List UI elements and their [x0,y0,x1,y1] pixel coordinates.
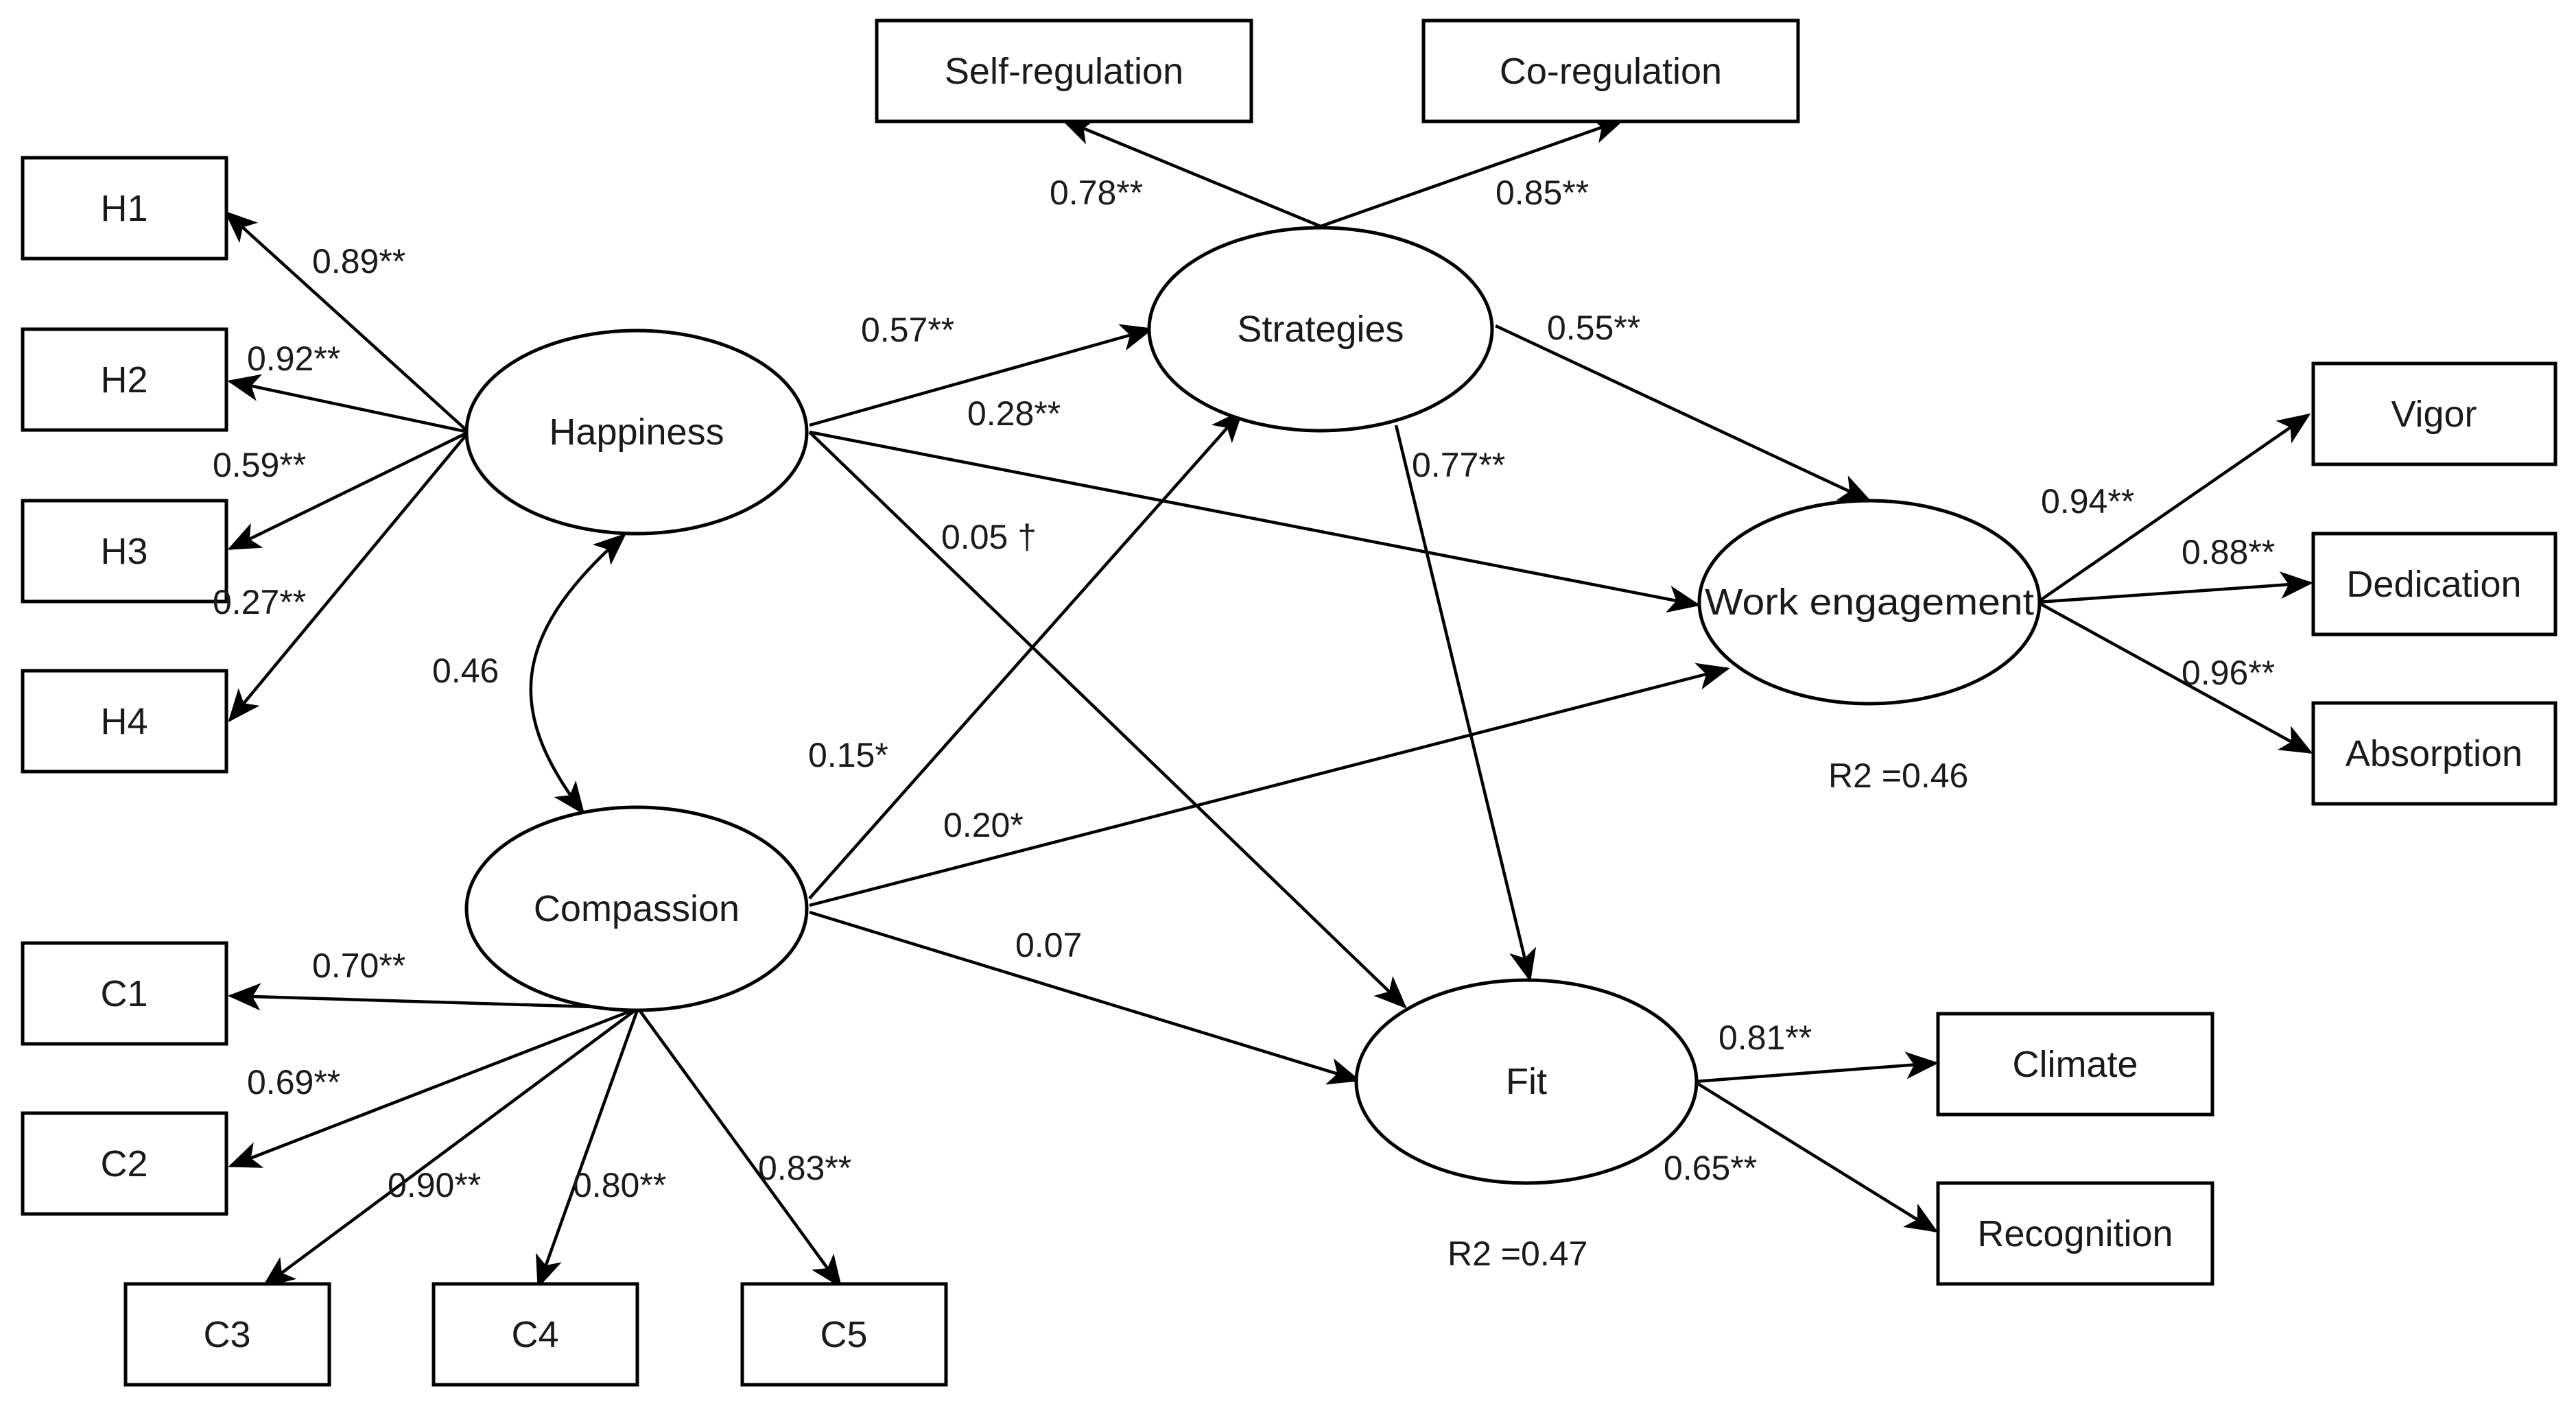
r2-fit: R2 =0.47 [1447,1235,1587,1273]
box-c4 [432,1282,639,1387]
loading-vigor: 0.94** [2041,482,2134,521]
box-h1 [21,156,228,261]
path-strategies-work-engagement: 0.55** [1547,309,1640,347]
label-dedication: Dedication [2346,564,2521,605]
label-compassion: Compassion [534,888,740,929]
loading-recognition: 0.65** [1664,1149,1757,1187]
box-co-regulation [1421,19,1800,123]
arrow-happiness-work-engagement [809,430,1701,613]
box-absorption [2311,701,2557,806]
label-c5: C5 [820,1314,867,1355]
box-recognition [1936,1181,2214,1286]
arrow-happiness-h1 [224,211,470,433]
path-happiness-work-engagement: 0.28** [967,394,1061,433]
label-h3: H3 [100,531,147,572]
label-h1: H1 [100,188,147,229]
loading-c1: 0.70** [312,946,405,985]
box-c5 [740,1282,948,1387]
box-h3 [21,499,228,604]
arrow-compassion-work-engagement [809,663,1730,907]
label-absorption: Absorption [2345,733,2522,774]
arrow-fit-climate [1694,1051,1939,1084]
ellipse-strategies [1147,226,1494,433]
label-self-regulation: Self-regulation [945,51,1183,92]
loading-c2: 0.69** [247,1063,340,1101]
path-compassion-work-engagement: 0.20* [943,806,1024,844]
box-c2 [21,1111,228,1216]
arrow-compassion-c3 [261,1007,639,1288]
arrow-strategies-fit [1394,425,1537,982]
arrow-work-engagement-absorption [2036,601,2313,754]
indicator-boxes: H1 H2 H3 H4 C1 C2 C3 C4 C5 Self-regulati… [21,19,2557,1387]
label-h4: H4 [100,701,147,742]
path-compassion-fit: 0.07 [1015,926,1082,964]
ellipse-fit [1354,978,1699,1185]
loading-absorption: 0.96** [2182,654,2275,692]
arrow-happiness-fit [808,431,1407,1009]
box-h4 [21,669,228,774]
arrow-happiness-strategies [809,324,1154,427]
box-c1 [21,941,228,1046]
box-self-regulation [875,19,1253,123]
loading-h4: 0.27** [213,583,306,621]
box-dedication [2311,532,2557,636]
loading-dedication: 0.88** [2182,533,2275,571]
loading-c5: 0.83** [758,1149,851,1187]
arrow-compassion-fit [809,910,1361,1085]
arrow-compassion-c2 [228,1006,639,1168]
label-h2: H2 [100,359,147,401]
label-c3: C3 [203,1314,250,1355]
arrow-happiness-h3 [227,430,469,551]
loading-self-regulation: 0.78** [1050,174,1143,212]
path-strategies-fit: 0.77** [1412,446,1505,484]
loading-c4: 0.80** [573,1166,666,1204]
loading-h1: 0.89** [312,242,405,281]
arrow-compassion-c5 [637,1007,842,1289]
arrow-strategies-co-regulation [1320,117,1625,228]
path-happiness-fit: 0.05 † [941,518,1037,556]
edges [224,117,2313,1289]
label-recognition: Recognition [1977,1213,2173,1254]
label-climate: Climate [2012,1044,2138,1085]
arrow-strategies-self-regulation [1061,118,1321,228]
box-c3 [123,1282,331,1387]
arrow-fit-recognition [1693,1080,1939,1233]
coefficient-labels: 0.89** 0.92** 0.59** 0.27** 0.70** 0.69*… [213,174,2275,1273]
label-c2: C2 [100,1143,147,1184]
arrow-compassion-c4 [536,1008,640,1289]
arrow-strategies-work-engagement [1495,324,1872,503]
label-happiness: Happiness [549,412,724,453]
label-co-regulation: Co-regulation [1500,51,1722,92]
loading-h2: 0.92** [247,339,340,378]
loading-climate: 0.81** [1718,1018,1812,1057]
loading-c3: 0.90** [388,1166,481,1204]
correlation-label: 0.46 [432,652,499,690]
arrow-compassion-strategies [808,409,1244,900]
ellipse-work-engagement [1697,499,2042,706]
path-happiness-strategies: 0.57** [861,311,954,349]
label-vigor: Vigor [2391,394,2477,435]
correlation-happiness-compassion [529,533,626,815]
label-c4: C4 [511,1314,558,1355]
arrow-work-engagement-vigor [2036,413,2311,604]
ellipse-compassion [464,805,809,1012]
label-fit: Fit [1506,1061,1547,1102]
arrow-happiness-h4 [228,431,470,723]
box-h2 [21,327,228,432]
ellipse-happiness [464,329,809,536]
label-strategies: Strategies [1237,309,1404,350]
label-c1: C1 [100,973,147,1014]
arrow-compassion-c1 [228,983,639,1011]
box-climate [1936,1012,2214,1117]
label-work-engagement: Work engagement [1705,582,2034,623]
loading-h3: 0.59** [213,446,306,484]
loading-co-regulation: 0.85** [1496,174,1589,212]
arrow-work-engagement-dedication [2037,571,2313,604]
r2-work-engagement: R2 =0.46 [1828,756,1968,795]
box-vigor [2311,361,2557,466]
arrow-happiness-h2 [227,374,469,434]
path-compassion-strategies: 0.15* [808,736,888,774]
construct-ellipses: Happiness Compassion Strategies Work eng… [464,226,2042,1185]
